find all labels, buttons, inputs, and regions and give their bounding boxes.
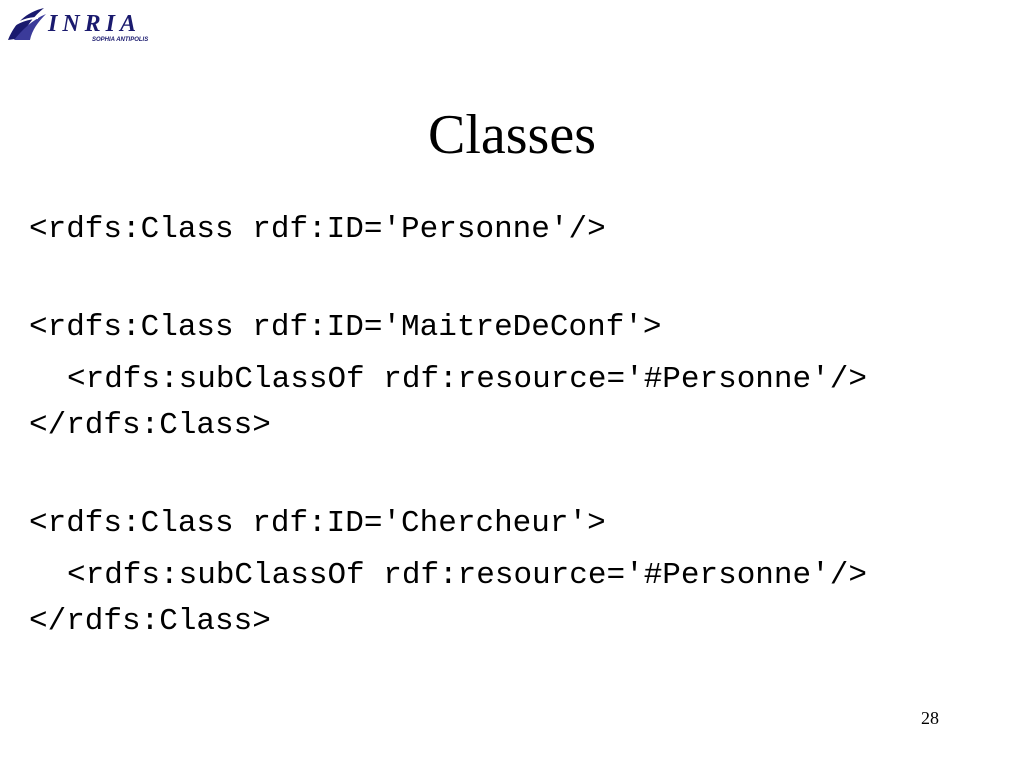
inria-swirl-logo-icon (8, 8, 46, 40)
code-line: <rdfs:subClassOf rdf:resource='#Personne… (67, 362, 867, 397)
code-line: <rdfs:Class rdf:ID='MaitreDeConf'> (29, 310, 662, 345)
slide-title: Classes (428, 104, 596, 166)
code-line: </rdfs:Class> (29, 408, 271, 443)
logo-subtitle: SOPHIA ANTIPOLIS (92, 37, 148, 43)
code-line: </rdfs:Class> (29, 604, 271, 639)
code-line: <rdfs:Class rdf:ID='Personne'/> (29, 212, 606, 247)
page-number: 28 (921, 708, 939, 728)
inria-logo: INRIA SOPHIA ANTIPOLIS (4, 4, 164, 44)
logo-wordmark: INRIA (47, 11, 141, 37)
code-line: <rdfs:subClassOf rdf:resource='#Personne… (67, 558, 867, 593)
code-line: <rdfs:Class rdf:ID='Chercheur'> (29, 506, 606, 541)
